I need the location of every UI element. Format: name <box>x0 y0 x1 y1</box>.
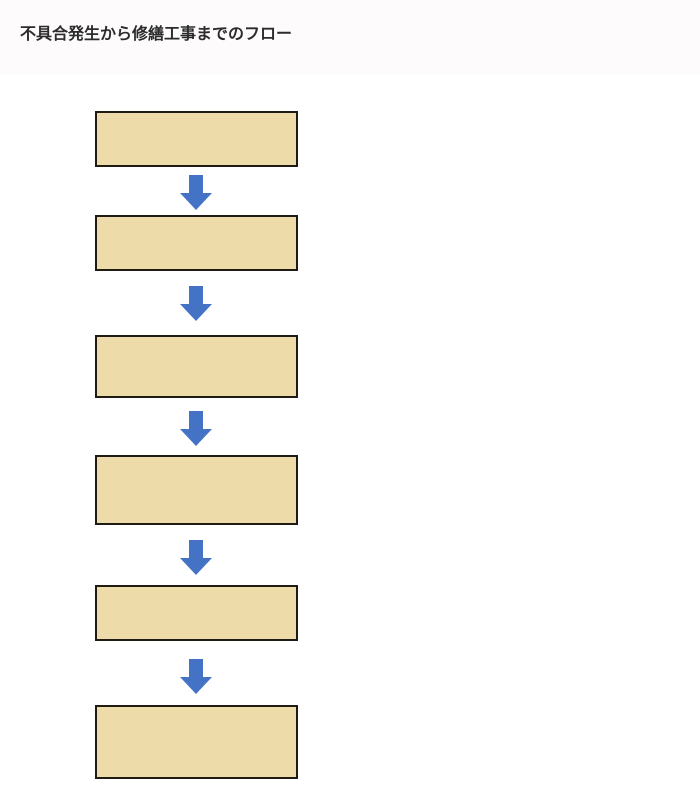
flow-step-2 <box>95 215 298 271</box>
header: 不具合発生から修繕工事までのフロー <box>0 0 700 75</box>
arrow-down-icon <box>180 286 212 321</box>
flow-step-5 <box>95 585 298 641</box>
arrow-down-icon <box>180 540 212 575</box>
flow-step-3 <box>95 335 298 398</box>
arrow-down-icon <box>180 411 212 446</box>
flow-step-1 <box>95 111 298 167</box>
flow-step-4 <box>95 455 298 525</box>
page-title: 不具合発生から修繕工事までのフロー <box>20 24 293 43</box>
flow-step-6 <box>95 705 298 779</box>
arrow-down-icon <box>180 659 212 694</box>
arrow-down-icon <box>180 175 212 210</box>
